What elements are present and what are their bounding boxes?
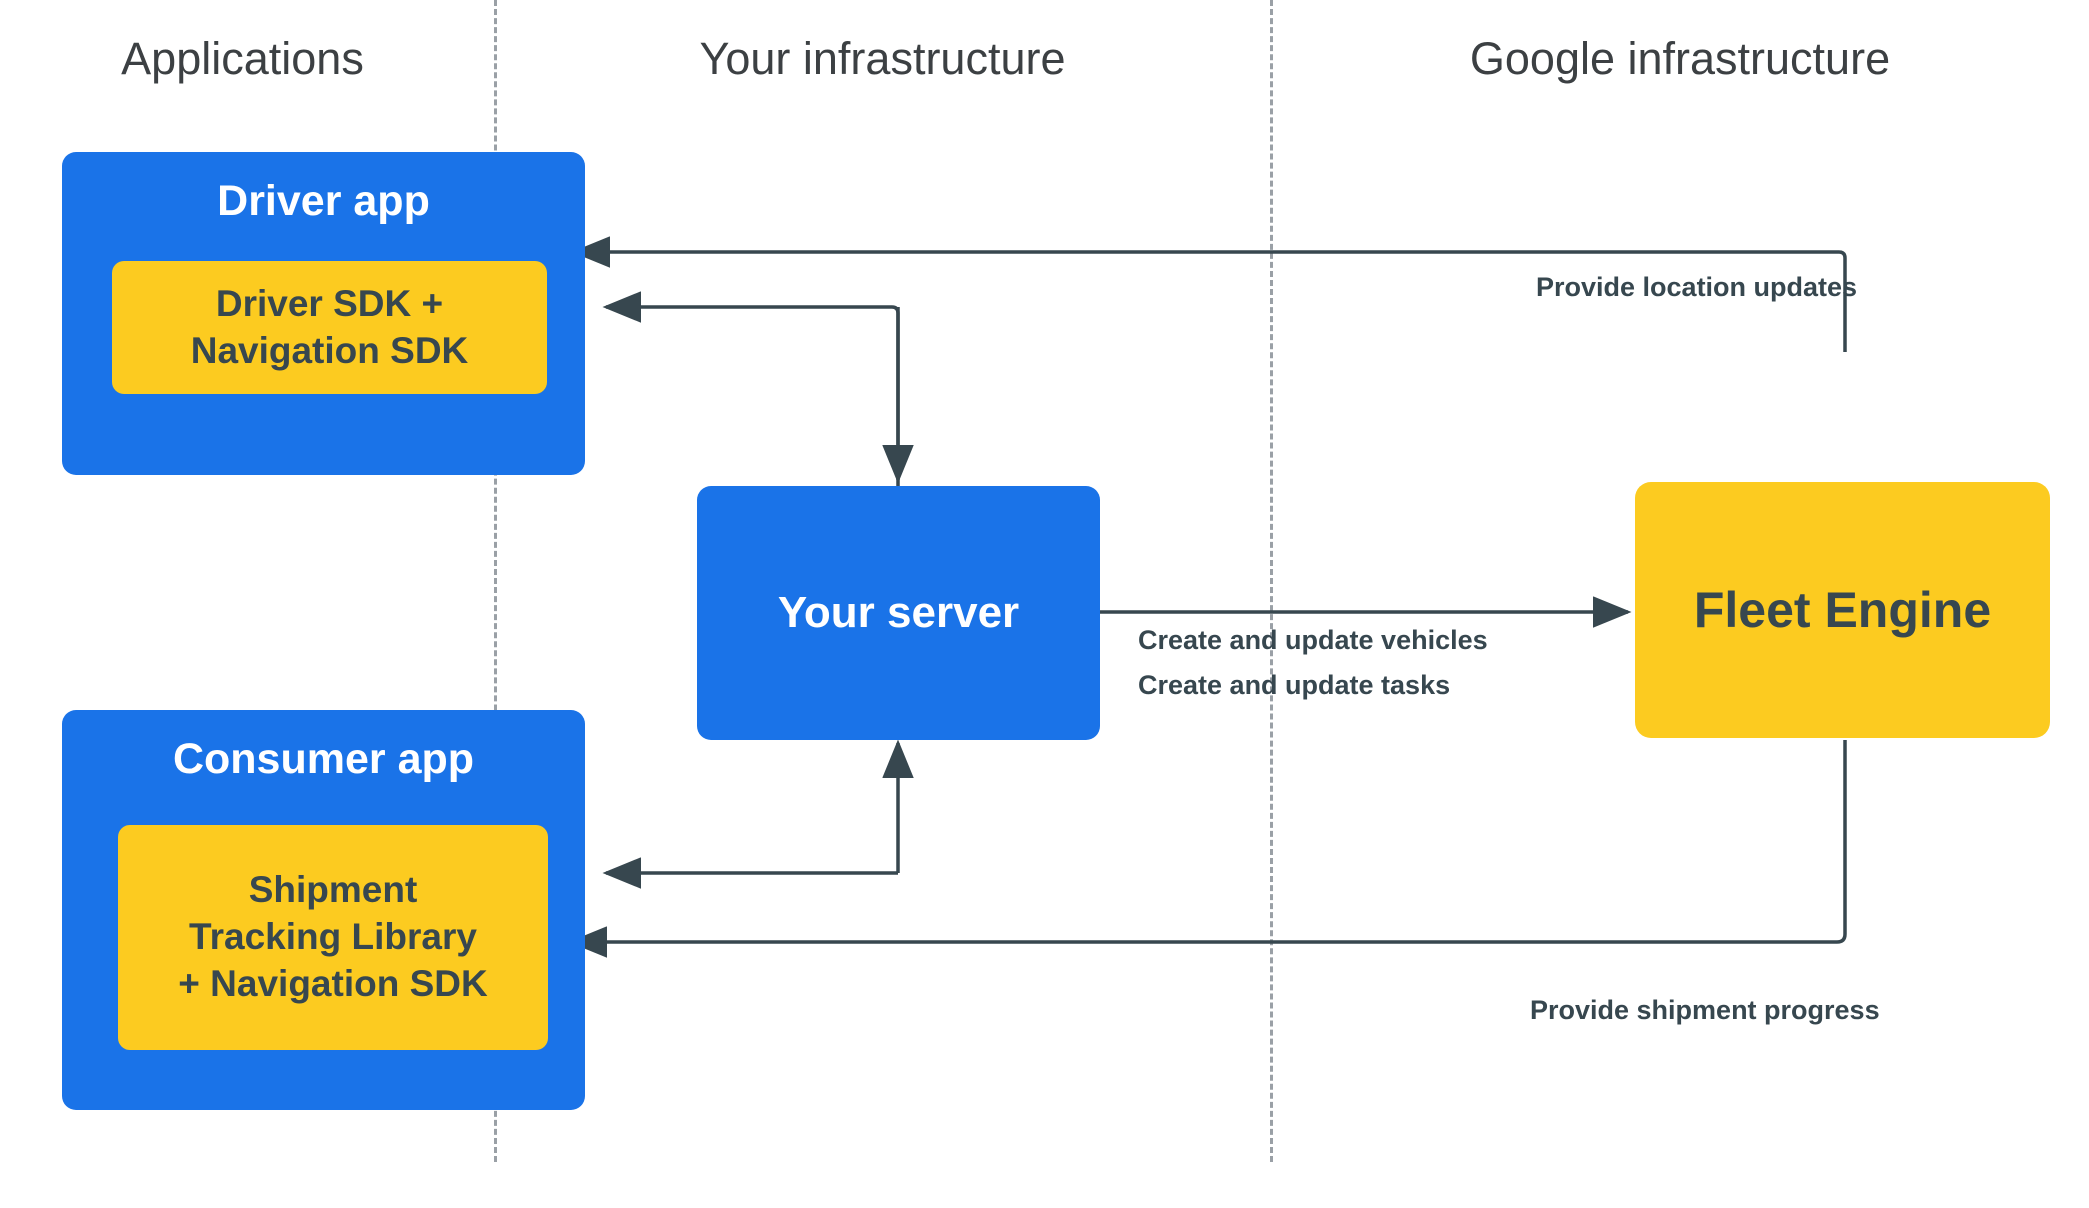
your-server-title: Your server <box>777 588 1020 637</box>
node-your-server[interactable]: Your server <box>697 486 1100 740</box>
edge-label-create-and-update-tasks: Create and update tasks <box>1138 670 1451 700</box>
edge-label-provide-location-updates: Provide location updates <box>1536 272 1858 302</box>
edge-label-create-and-update-vehicles: Create and update vehicles <box>1138 625 1488 655</box>
driver-app-title: Driver app <box>217 177 430 225</box>
consumer-sdk-line-2: Tracking Library <box>189 916 477 957</box>
driver-sdk-line-1: Driver SDK + <box>215 282 444 324</box>
consumer-app-title: Consumer app <box>172 735 475 783</box>
divider-infrastructure-google <box>1270 0 1273 1162</box>
column-header-applications: Applications <box>121 33 364 84</box>
node-driver-sdk[interactable]: Driver SDK + Navigation SDK <box>112 261 547 394</box>
node-fleet-engine[interactable]: Fleet Engine <box>1635 482 2050 738</box>
edge-label-provide-shipment-progress: Provide shipment progress <box>1530 995 1880 1025</box>
edge-server-to-driver-app <box>602 291 900 486</box>
fleet-engine-title: Fleet Engine <box>1693 582 1992 638</box>
edge-provide-shipment-progress <box>568 740 1847 958</box>
driver-sdk-line-2: Navigation SDK <box>190 329 469 371</box>
consumer-sdk-line-1: Shipment <box>248 869 418 911</box>
node-consumer-sdk[interactable]: Shipment Tracking Library + Navigation S… <box>118 825 548 1050</box>
column-header-your-infrastructure: Your infrastructure <box>699 33 1066 84</box>
column-header-google-infrastructure: Google infrastructure <box>1469 33 1891 84</box>
consumer-sdk-line-3: + Navigation SDK <box>178 962 488 1004</box>
divider-applications-infrastructure <box>494 0 497 1162</box>
